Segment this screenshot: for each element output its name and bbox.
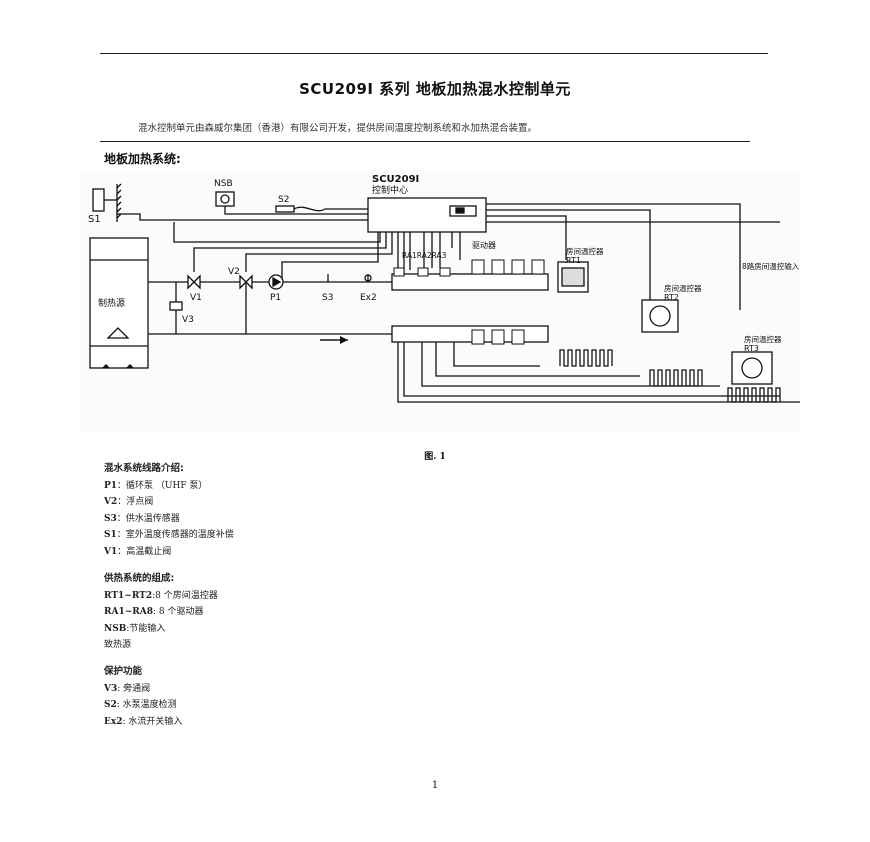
p1-label: P1 — [270, 293, 281, 303]
nsb-label: NSB — [214, 179, 233, 189]
protect-notes: 保护功能 V3: 旁通阀 S2: 水泵温度检测 Ex2: 水流开关输入 — [104, 664, 182, 730]
rt2-label: RT2 — [664, 293, 679, 302]
intro-text: 混水控制单元由森威尔集团（香港）有限公司开发，提供房间温度控制系统和水加热混合装… — [138, 123, 538, 134]
list-item: P1：循环泵 （UHF 泵） — [104, 480, 208, 491]
supply-notes: 供热系统的组成: RT1~RT2:8 个房间温控器 RA1~RA8: 8 个驱动… — [104, 571, 218, 654]
supply-heading: 供热系统的组成: — [104, 573, 175, 584]
section-title: 地板加热系统: — [104, 152, 181, 166]
mix-heading: 混水系统线路介绍: — [104, 463, 184, 474]
list-item: NSB:节能输入 — [104, 623, 166, 634]
s1-label: S1 — [88, 214, 101, 225]
heat-source-label: 制热源 — [98, 297, 125, 309]
list-item: S3：供水温传感器 — [104, 513, 180, 524]
intro-rule — [100, 141, 750, 142]
rt1-label: RT1 — [566, 256, 581, 265]
mix-notes: 混水系统线路介绍: P1：循环泵 （UHF 泵） V2：浮点阀 S3：供水温传感… — [104, 461, 234, 560]
controller-model: SCU209I — [372, 174, 419, 185]
protect-heading: 保护功能 — [104, 666, 143, 677]
list-item: RA1~RA8: 8 个驱动器 — [104, 607, 204, 617]
floor-heating-diagram: S1 NSB S2 SCU209I 控制中心 RA1RA2RA3 驱动器 制热源… — [80, 170, 800, 432]
rt3-label: RT3 — [744, 344, 759, 353]
ex2-label: Ex2 — [360, 293, 377, 303]
system-schematic: S1 NSB S2 SCU209I 控制中心 RA1RA2RA3 驱动器 制热源… — [80, 170, 800, 432]
ra-labels: RA1RA2RA3 — [402, 251, 447, 260]
v1-label: V1 — [190, 293, 202, 303]
list-item: S2: 水泵温度检测 — [104, 700, 177, 710]
list-item: V3: 旁通阀 — [104, 683, 151, 694]
rt1-name: 房间温控器 — [566, 246, 604, 256]
rt3-name: 房间温控器 — [744, 334, 782, 344]
list-item: S1：室外温度传感器的温度补偿 — [104, 530, 234, 540]
driver-label: 驱动器 — [472, 240, 496, 250]
top-rule — [100, 53, 768, 54]
page-number: 1 — [431, 780, 439, 791]
s3-label: S3 — [322, 293, 333, 303]
list-item: Ex2: 水流开关输入 — [104, 716, 183, 727]
rt2-name: 房间温控器 — [664, 283, 702, 293]
page-title: SCU209I 系列 地板加热混水控制单元 — [299, 80, 571, 98]
list-item: V1：高温截止阀 — [104, 546, 172, 557]
figure-caption: 图. 1 — [424, 452, 446, 462]
list-item: RT1~RT2:8 个房间温控器 — [104, 590, 218, 601]
list-item: V2：浮点阀 — [104, 497, 154, 507]
list-item: 致热源 — [104, 640, 132, 650]
room-input-label: 8路房间温控输入 — [742, 261, 800, 271]
s2-label: S2 — [278, 195, 289, 205]
controller-name: 控制中心 — [372, 184, 408, 196]
v3-label: V3 — [182, 315, 194, 325]
v2-label: V2 — [228, 267, 240, 277]
